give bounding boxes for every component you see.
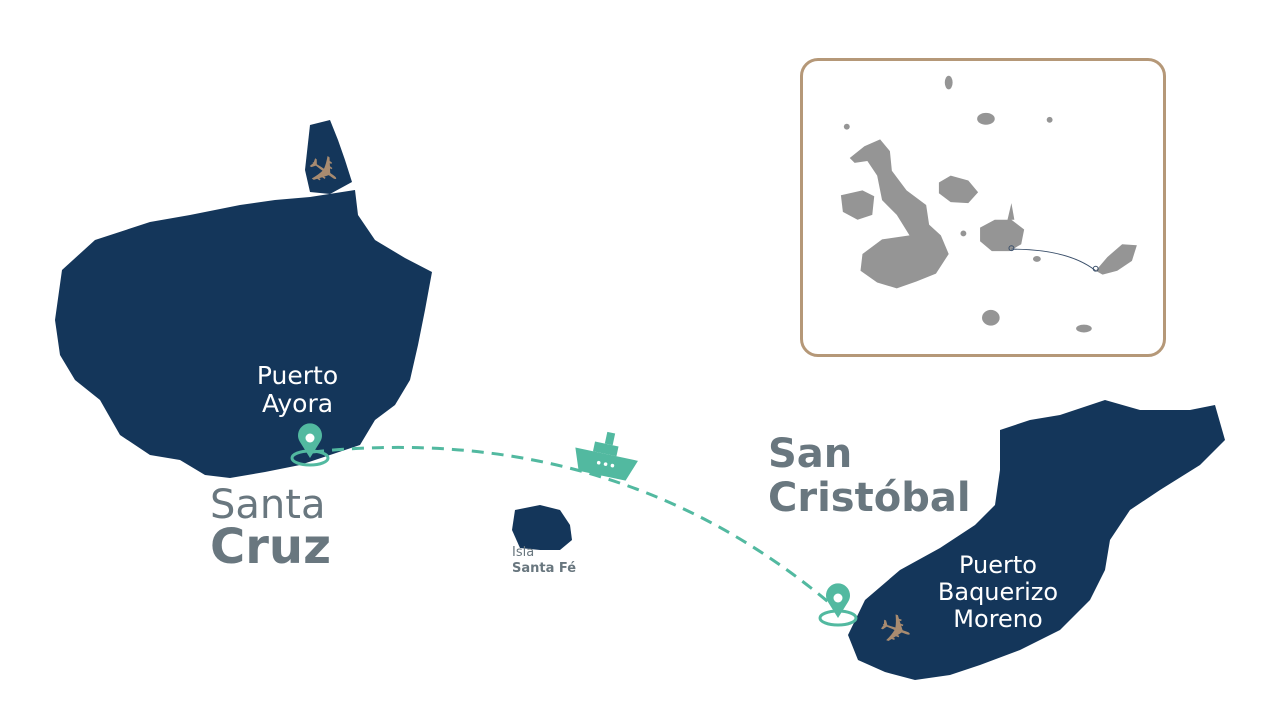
baltra-islet [305,120,352,194]
santa-fe-island [512,505,572,550]
island-name-line: Cristóbal [768,475,971,521]
puerto-ayora-label: Puerto Ayora [230,362,365,418]
town-name-line: Ayora [261,389,334,418]
overview-route [1011,248,1096,272]
islet [982,309,1000,326]
islet [1032,256,1041,262]
map-pin-icon [290,423,330,467]
san-cristobal-island [848,400,1225,680]
san-cristobal-label: San Cristóbal [768,432,971,520]
galapagos-overview-inset [800,58,1166,357]
fernandina-island [840,190,875,220]
map-pin-icon [1008,245,1015,252]
islet [944,75,953,90]
town-name-line: Moreno [953,604,1043,633]
isabela-island [849,139,949,289]
island-name-line: Santa [210,482,326,528]
santa-cruz-label: Santa Cruz [210,485,331,571]
santa-fe-label: Isla Santa Fé [512,545,576,576]
islet [960,230,967,237]
island-name-line: San [768,431,853,477]
ship-icon [575,431,638,481]
islet [1046,116,1053,123]
ferry-route [311,445,841,614]
san-cristobal-overview [1095,244,1137,275]
santa-cruz-island [55,190,432,478]
town-name-line: Baquerizo [937,577,1059,606]
town-name-line: Puerto [959,551,1037,579]
town-name-line: Puerto [256,361,339,390]
puerto-baquerizo-moreno-label: Puerto Baquerizo Moreno [918,552,1078,633]
overview-map [840,75,1137,333]
santiago-island [938,175,979,204]
map-pin-icon [1092,265,1099,272]
santa-cruz-overview [980,203,1025,252]
islet [843,123,850,130]
map-pin-icon [818,583,858,627]
islet [977,112,995,125]
island-name-line: Cruz [210,519,332,575]
islet [1076,324,1092,333]
island-name-line: Isla [512,545,535,560]
island-name-line: Santa Fé [512,560,577,576]
